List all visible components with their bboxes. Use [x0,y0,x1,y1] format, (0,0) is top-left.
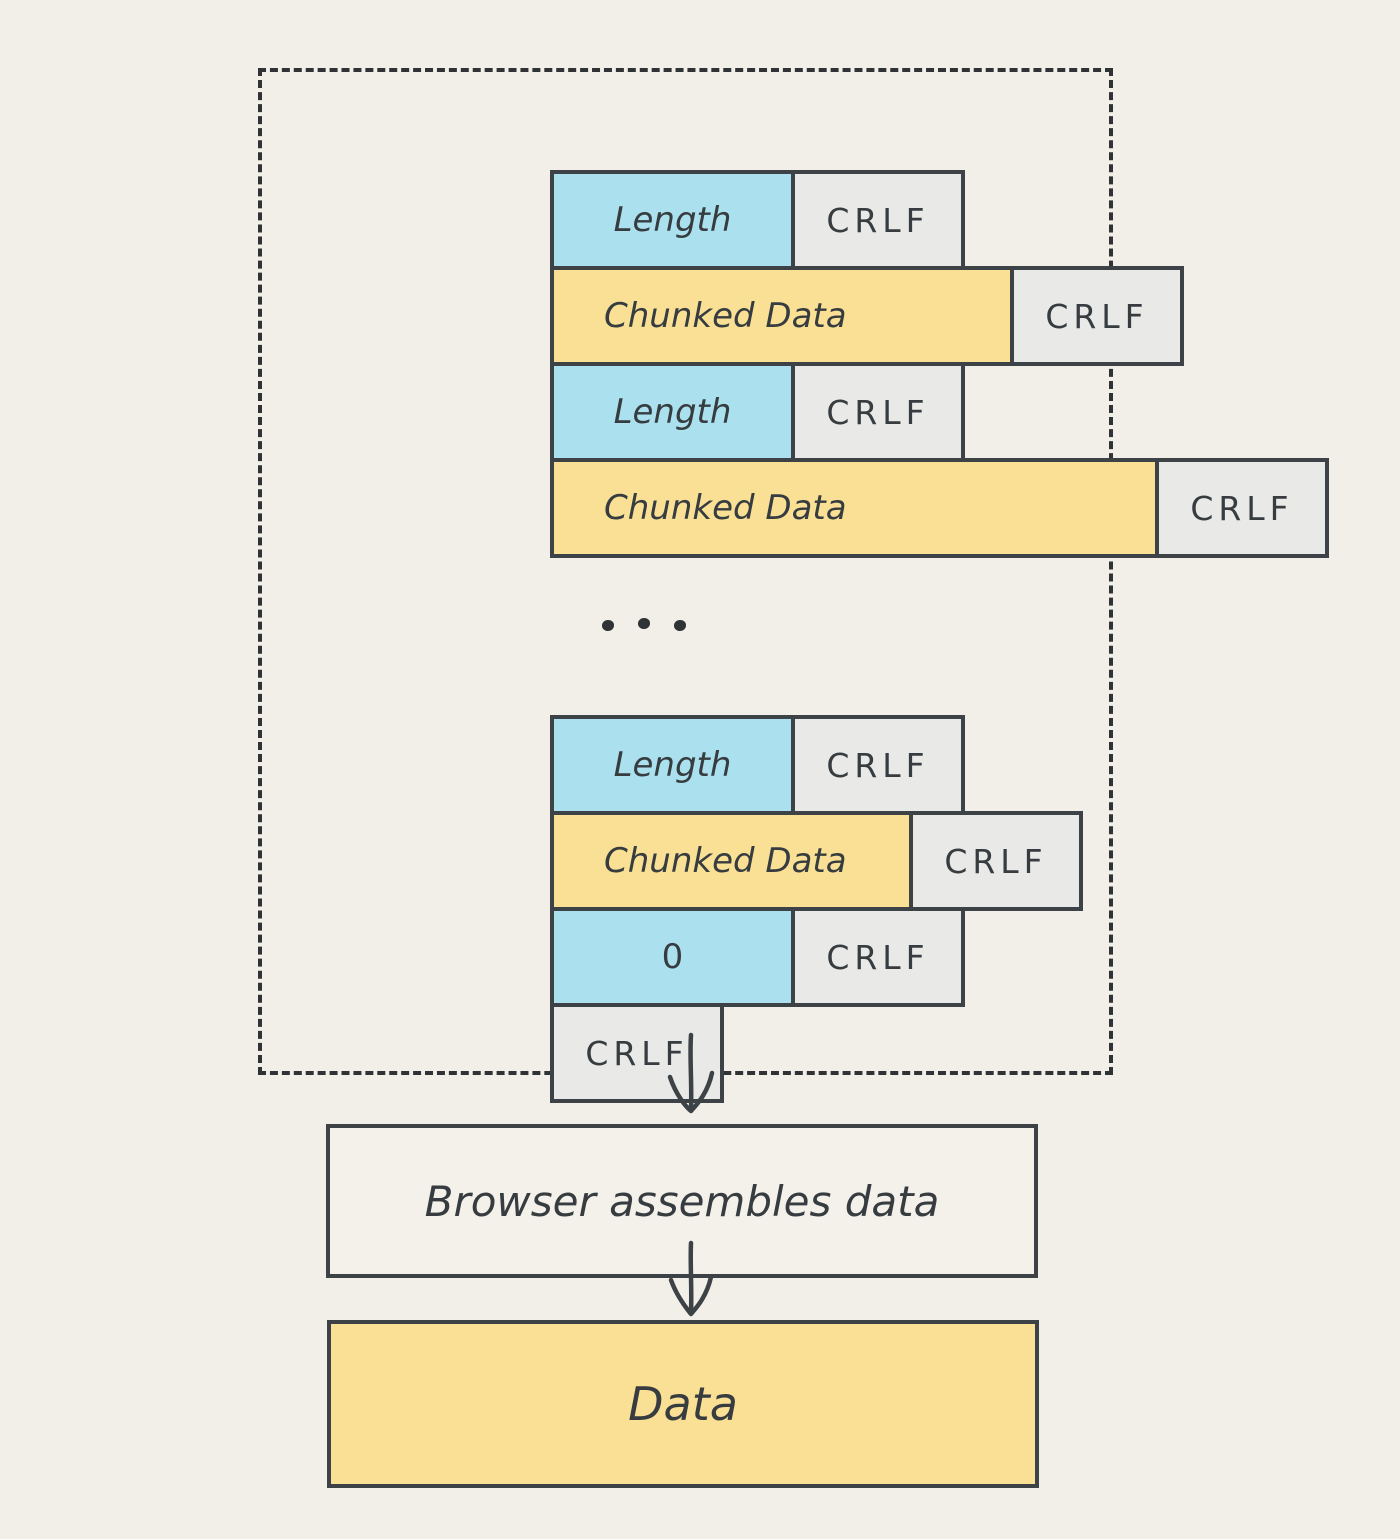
ellipsis [602,618,686,631]
ellipsis-dot [674,620,686,631]
assemble-label: Browser assembles data [424,1176,940,1226]
length-cell: Length [550,715,795,815]
crlf-cell: CRLF [791,362,965,462]
down-arrow-icon [663,1240,719,1324]
crlf-cell: CRLF [791,907,965,1007]
crlf-cell: CRLF [1155,458,1329,558]
crlf-cell: CRLF [791,170,965,270]
result-data-label: Data [628,1377,738,1431]
chunk-stream-group: Length CRLF Chunked Data CRLF Length CRL… [258,68,1329,1103]
length-cell: Length [550,362,795,462]
down-arrow-icon [663,1030,719,1120]
crlf-cell: CRLF [1010,266,1184,366]
chunked-data-cell: Chunked Data [550,458,1159,558]
crlf-cell: CRLF [791,715,965,815]
chunked-data-cell: Chunked Data [550,811,913,911]
trailing-crlf-cell: CRLF [550,1003,724,1103]
ellipsis-dot [638,618,650,629]
assemble-box: Browser assembles data [326,1124,1038,1278]
length-cell: Length [550,170,795,270]
chunked-data-cell: Chunked Data [550,266,1014,366]
result-data-box: Data [327,1320,1039,1488]
zero-length-cell: 0 [550,907,795,1007]
crlf-cell: CRLF [909,811,1083,911]
ellipsis-dot [602,620,614,631]
